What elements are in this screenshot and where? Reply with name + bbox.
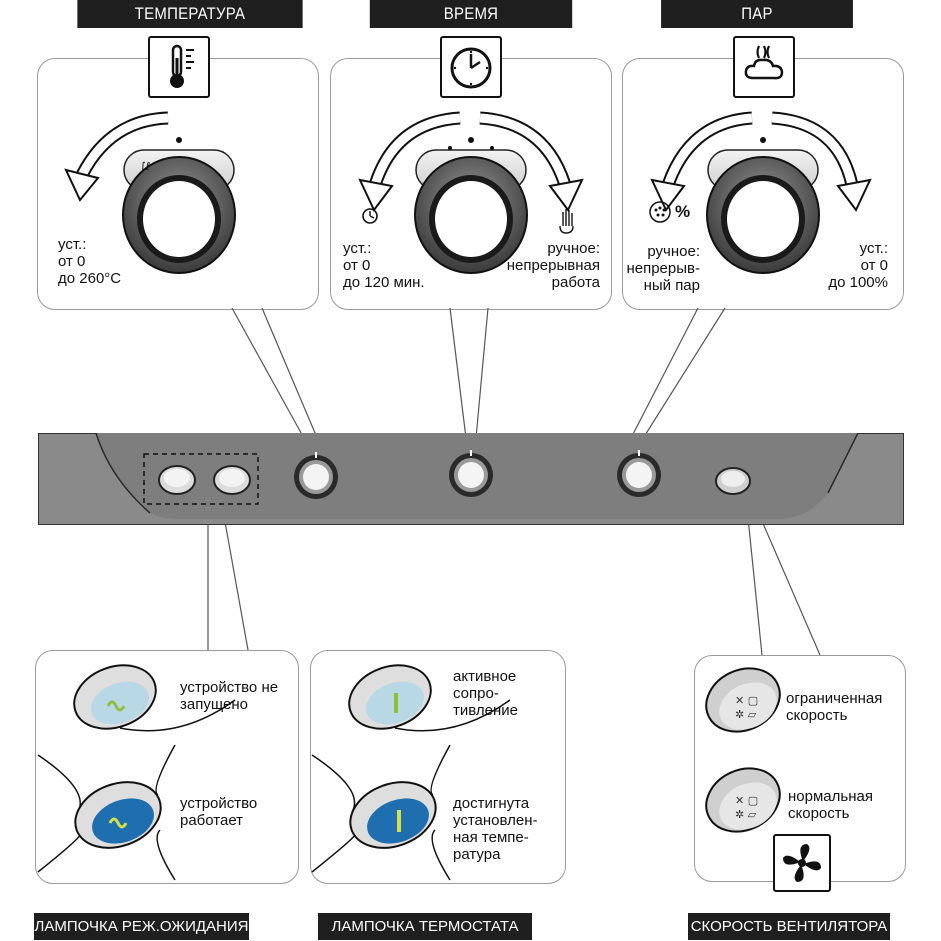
header-temperature: ТЕМПЕРАТУРА xyxy=(77,0,303,28)
time-left-arrow xyxy=(358,111,461,212)
standby-lamp-off xyxy=(73,664,157,730)
standby-lamp-1[interactable] xyxy=(158,465,196,495)
footer-standby-lamp-label: ЛАМПОЧКА РЕЖ.ОЖИДАНИЯ xyxy=(34,918,249,935)
temperature-knob[interactable]: ∫ℓ xyxy=(122,137,236,274)
thermostat-reached-label: достигнута установлен- ная темпе- ратура xyxy=(453,795,538,863)
time-range-label: уст.: от 0 до 120 мин. xyxy=(343,240,425,291)
time-right-arrow xyxy=(479,111,584,212)
steam-right-arrow xyxy=(771,111,872,212)
svg-text:✲ ▱: ✲ ▱ xyxy=(735,808,757,821)
header-steam-label: ПАР xyxy=(741,4,773,23)
svg-text:✕ ▢: ✕ ▢ xyxy=(735,794,758,807)
header-time: ВРЕМЯ xyxy=(369,0,573,28)
standby-lamp-2[interactable] xyxy=(213,465,251,495)
time-knob[interactable] xyxy=(414,137,528,274)
steam-range-label: уст.: от 0 до 100% xyxy=(828,240,888,291)
svg-text:✕ ▢: ✕ ▢ xyxy=(735,694,758,707)
fan-icon xyxy=(773,834,831,892)
thermometer-icon xyxy=(148,36,210,98)
footer-standby-lamp: ЛАМПОЧКА РЕЖ.ОЖИДАНИЯ xyxy=(34,913,249,940)
clock-small-icon xyxy=(362,208,378,224)
fan-speed-button[interactable] xyxy=(715,467,751,495)
steam-percent-label: % xyxy=(675,202,691,221)
header-steam: ПАР xyxy=(661,0,853,28)
steam-cloud-icon xyxy=(733,36,795,98)
footer-thermostat-lamp: ЛАМПОЧКА ТЕРМОСТАТА xyxy=(318,913,532,940)
standby-on-label: устройство работает xyxy=(180,795,258,829)
footer-thermostat-lamp-label: ЛАМПОЧКА ТЕРМОСТАТА xyxy=(331,918,519,935)
temperature-range-label: уст.: от 0 до 260°C xyxy=(58,236,122,287)
steam-manual-label: ручное: непрерыв- ный пар xyxy=(626,243,700,294)
footer-fan-speed: СКОРОСТЬ ВЕНТИЛЯТОРА xyxy=(688,913,890,940)
time-dial[interactable] xyxy=(449,450,493,497)
thermostat-lamp-heating xyxy=(348,664,432,730)
temperature-dial[interactable] xyxy=(294,452,338,499)
fan-limited-label: ограниченная скорость xyxy=(786,690,883,724)
steam-left-arrow xyxy=(650,111,753,212)
standby-off-label: устройство не запущено xyxy=(180,679,279,713)
header-temperature-label: ТЕМПЕРАТУРА xyxy=(134,4,246,23)
steam-drops-icon xyxy=(649,201,671,223)
svg-text:✲ ▱: ✲ ▱ xyxy=(735,708,757,721)
hand-icon xyxy=(559,209,574,234)
thermostat-heating-label: активное сопро- тивление xyxy=(453,668,518,719)
thermostat-lamp-reached xyxy=(349,781,437,849)
fan-normal-label: нормальная скорость xyxy=(788,788,873,822)
clock-icon xyxy=(440,36,502,98)
fan-normal-button: ✕ ▢ ✲ ▱ xyxy=(705,767,781,833)
temperature-arrow xyxy=(64,111,169,202)
steam-dial[interactable] xyxy=(617,450,661,497)
standby-lamp-on xyxy=(74,781,162,849)
time-manual-label: ручное: непрерывная работа xyxy=(506,240,600,291)
header-time-label: ВРЕМЯ xyxy=(443,4,499,23)
footer-fan-speed-label: СКОРОСТЬ ВЕНТИЛЯТОРА xyxy=(690,918,888,935)
fan-limited-button: ✕ ▢ ✲ ▱ xyxy=(705,667,781,733)
steam-knob[interactable] xyxy=(706,137,820,274)
svg-text:∫ℓ: ∫ℓ xyxy=(140,160,150,173)
